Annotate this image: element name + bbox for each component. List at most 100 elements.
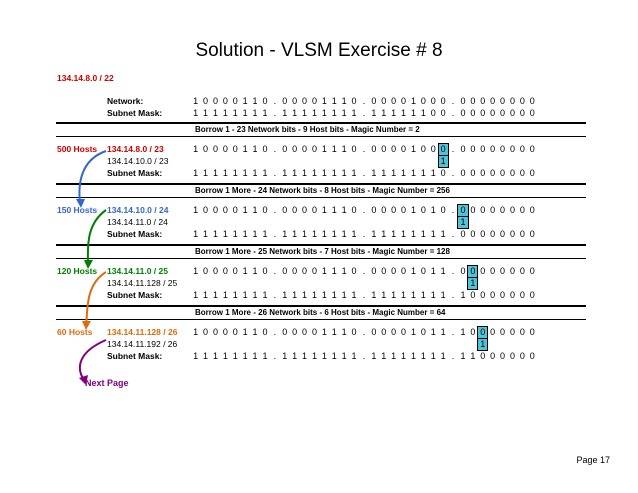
bit: 1 (203, 290, 209, 300)
bit: 1 (321, 290, 327, 300)
hosts-label-4: 60 Hosts (57, 327, 93, 337)
bit: 1 (341, 266, 347, 276)
arrow-green (86, 209, 107, 265)
bit: 1 (321, 168, 327, 178)
subnet-mask-label: Subnet Mask: (107, 108, 163, 118)
bit: 0 (470, 205, 476, 215)
bit: 1 (311, 108, 317, 118)
bit: 1 (440, 229, 446, 239)
bit: 1 (410, 266, 416, 276)
octet-separator: . (451, 108, 455, 118)
bit: 1 (242, 290, 248, 300)
bit: 0 (401, 144, 407, 154)
bit: 1 (252, 205, 258, 215)
bit: 1 (331, 351, 337, 361)
bit: 0 (430, 144, 436, 154)
bit: 0 (470, 168, 476, 178)
octet-separator: . (451, 205, 455, 215)
bit: 0 (282, 266, 288, 276)
bit: 1 (262, 108, 268, 118)
bit: 0 (509, 96, 515, 106)
bit: 1 (232, 351, 238, 361)
bit: 0 (470, 144, 476, 154)
bit: 1 (331, 205, 337, 215)
bit: 0 (302, 327, 308, 337)
octet-separator: . (362, 96, 366, 106)
bit: 1 (430, 205, 436, 215)
bit: 0 (371, 266, 377, 276)
bit: 1 (331, 229, 337, 239)
bit: 1 (222, 290, 228, 300)
bit: 0 (391, 144, 397, 154)
bit: 1 (203, 351, 209, 361)
bit: 0 (500, 327, 506, 337)
octet-separator: . (362, 351, 366, 361)
bit: 1 (341, 168, 347, 178)
bit: 0 (440, 168, 446, 178)
bit: 1 (331, 266, 337, 276)
octet-separator: . (273, 144, 277, 154)
bit: 1 (371, 108, 377, 118)
bit: 0 (500, 168, 506, 178)
bit: 1 (321, 205, 327, 215)
bit: 0 (529, 108, 535, 118)
bit: 0 (203, 96, 209, 106)
bit: 1 (410, 290, 416, 300)
bit: 0 (420, 144, 426, 154)
bit: 0 (401, 266, 407, 276)
bit: 1 (440, 290, 446, 300)
bit: 0 (519, 351, 525, 361)
bit: 0 (391, 266, 397, 276)
bit: 0 (480, 290, 486, 300)
borrow-text-3: Borrow 1 More - 25 Network bits - 7 Host… (195, 247, 450, 256)
bit: 1 (430, 266, 436, 276)
bit: 0 (460, 266, 466, 276)
bit: 1 (203, 108, 209, 118)
bit: 1 (381, 351, 387, 361)
bit: 1 (351, 108, 357, 118)
bit: 0 (460, 144, 466, 154)
bit: 0 (500, 351, 506, 361)
borrowed-bit-value: 1 (467, 277, 479, 290)
bit: 0 (292, 266, 298, 276)
bit: 1 (401, 351, 407, 361)
bit: 1 (341, 108, 347, 118)
bit: 0 (480, 108, 486, 118)
highlighted-bit: 0 (477, 326, 489, 339)
next-page-link[interactable]: Next Page (85, 378, 129, 388)
bit: 1 (282, 290, 288, 300)
bit: 1 (212, 290, 218, 300)
octet-separator: . (273, 266, 277, 276)
bit: 0 (529, 168, 535, 178)
bit: 0 (500, 108, 506, 118)
bit: 0 (519, 266, 525, 276)
bit: 0 (351, 205, 357, 215)
bit: 1 (252, 96, 258, 106)
bit: 0 (470, 108, 476, 118)
bit: 1 (292, 229, 298, 239)
bit: 1 (262, 168, 268, 178)
bit: 1 (193, 351, 199, 361)
bit: 1 (331, 96, 337, 106)
bit: 0 (529, 96, 535, 106)
subnet-3-second: 134.14.11.128 / 25 (107, 278, 178, 288)
octet-separator: . (362, 168, 366, 178)
bit: 1 (440, 266, 446, 276)
bit: 1 (292, 290, 298, 300)
bit: 1 (242, 168, 248, 178)
bit: 0 (302, 205, 308, 215)
bit: 1 (410, 351, 416, 361)
bit: 0 (529, 351, 535, 361)
subnet-1-second: 134.14.10.0 / 23 (107, 156, 169, 166)
bit: 0 (401, 96, 407, 106)
bit: 1 (391, 229, 397, 239)
octet-separator: . (362, 144, 366, 154)
bit: 1 (401, 168, 407, 178)
borrow-bar-4: Borrow 1 More - 26 Network bits - 6 Host… (56, 305, 586, 320)
octet-separator: . (273, 351, 277, 361)
bit: 1 (252, 327, 258, 337)
bit: 0 (500, 229, 506, 239)
bit: 1 (391, 351, 397, 361)
bit: 1 (331, 168, 337, 178)
arrow-purple-head (79, 375, 88, 385)
